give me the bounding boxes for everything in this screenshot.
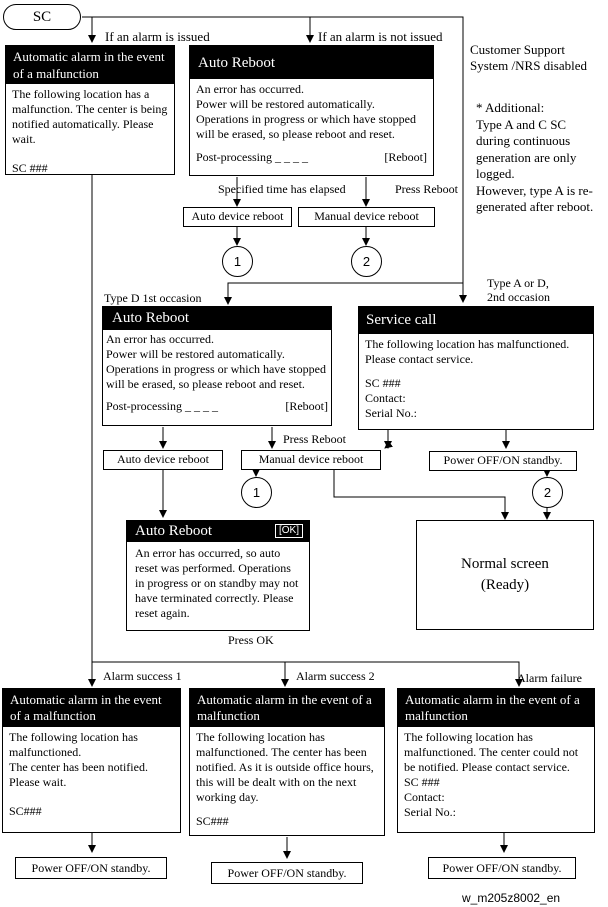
action-power-standby-1: Power OFF/ON standby. xyxy=(15,857,167,879)
dialog-alarm-failure: Automatic alarm in the event of a malfun… xyxy=(397,688,595,833)
connector-1-top: 1 xyxy=(222,246,253,277)
label-alarm-failure: Alarm failure xyxy=(517,671,582,685)
label-nrs-disabled: Customer Support System /NRS disabled xyxy=(470,42,588,73)
normal-screen-line2: (Ready) xyxy=(480,577,530,593)
dialog-reboot-top-reboot-button[interactable]: [Reboot] xyxy=(384,150,427,164)
sc-start-label: SC xyxy=(32,8,52,25)
label-alarm-not-issued: If an alarm is not issued xyxy=(318,29,443,44)
note-additional: * Additional: Type A and C SC during con… xyxy=(476,100,594,214)
dialog-alarm-success-1: Automatic alarm in the event of a malfun… xyxy=(2,688,181,833)
dialog-alarm-success-2-code: SC### xyxy=(196,814,229,828)
dialog-alarm-top-title: Automatic alarm in the event of a malfun… xyxy=(6,46,174,84)
dialog-alarm-success-1-title: Automatic alarm in the event of a malfun… xyxy=(3,689,180,727)
label-type-a-or-d: Type A or D, 2nd occasion xyxy=(487,276,550,304)
wire-to-type-d xyxy=(224,282,463,305)
wire-manual-to-normal xyxy=(333,469,509,520)
dialog-reboot-ok: Auto Reboot [OK] An error has occurred, … xyxy=(126,520,310,631)
sc-start: SC xyxy=(3,4,81,30)
dialog-alarm-top-message: The following location has a malfunction… xyxy=(12,87,168,146)
dialog-alarm-top: Automatic alarm in the event of a malfun… xyxy=(5,45,175,175)
dialog-reboot-ok-message: An error has occurred, so auto reset was… xyxy=(135,546,299,620)
label-specified-time: Specified time has elapsed xyxy=(218,182,346,196)
connector-2-top: 2 xyxy=(351,246,382,277)
dialog-reboot-mid-post-processing: Post-processing _ _ _ _ xyxy=(106,399,218,413)
figure-id: w_m205z8002_en xyxy=(462,891,561,905)
dialog-alarm-failure-message: The following location has malfunctioned… xyxy=(404,730,579,774)
dialog-service-call-code: SC ### xyxy=(365,376,401,390)
dialog-service-call-message: The following location has malfunctioned… xyxy=(365,337,570,366)
dialog-reboot-ok-title-bar: Auto Reboot [OK] xyxy=(127,521,309,542)
label-type-d-first: Type D 1st occasion xyxy=(104,291,202,305)
normal-screen-line1: Normal screen xyxy=(461,556,549,572)
dialog-service-call-serial: Serial No.: xyxy=(365,406,417,420)
action-manual-reboot-mid: Manual device reboot xyxy=(241,450,381,470)
connector-1-mid: 1 xyxy=(241,477,272,508)
action-manual-reboot-top: Manual device reboot xyxy=(298,207,435,227)
dialog-alarm-success-2-message: The following location has malfunctioned… xyxy=(196,730,374,804)
action-auto-reboot-mid: Auto device reboot xyxy=(103,450,223,470)
wire-pressok-to-normal xyxy=(310,470,395,610)
normal-screen: Normal screen (Ready) xyxy=(416,520,594,630)
action-power-standby-3: Power OFF/ON standby. xyxy=(428,857,576,879)
dialog-reboot-top-title: Auto Reboot xyxy=(190,46,433,79)
label-alarm-success-1: Alarm success 1 xyxy=(103,669,182,683)
dialog-alarm-failure-contact: Contact: xyxy=(404,790,445,804)
dialog-alarm-failure-code: SC ### xyxy=(404,775,440,789)
dialog-reboot-ok-title: Auto Reboot xyxy=(135,523,213,539)
dialog-service-call-contact: Contact: xyxy=(365,391,406,405)
wire-alarm-split xyxy=(92,661,523,687)
dialog-alarm-success-2-title: Automatic alarm in the event of a malfun… xyxy=(190,689,384,727)
dialog-alarm-success-1-message: The following location has malfunctioned… xyxy=(9,730,148,789)
dialog-alarm-failure-serial: Serial No.: xyxy=(404,805,456,819)
action-auto-reboot-top: Auto device reboot xyxy=(183,207,292,227)
wire-sc-to-right xyxy=(82,16,467,303)
dialog-service-call-title: Service call xyxy=(359,307,593,334)
dialog-reboot-mid: Auto Reboot An error has occurred. Power… xyxy=(102,306,332,426)
dialog-alarm-top-code: SC ### xyxy=(12,161,48,175)
dialog-reboot-mid-message: An error has occurred. Power will be res… xyxy=(106,332,326,391)
dialog-reboot-ok-button[interactable]: [OK] xyxy=(274,524,303,538)
label-alarm-success-2: Alarm success 2 xyxy=(296,669,375,683)
label-press-ok: Press OK xyxy=(228,633,274,647)
action-power-standby-2: Power OFF/ON standby. xyxy=(211,862,363,884)
dialog-reboot-top-message: An error has occurred. Power will be res… xyxy=(196,82,416,141)
dialog-reboot-mid-reboot-button[interactable]: [Reboot] xyxy=(285,399,328,413)
dialog-reboot-mid-title: Auto Reboot xyxy=(103,307,331,330)
dialog-service-call: Service call The following location has … xyxy=(358,306,594,430)
dialog-alarm-success-2: Automatic alarm in the event of a malfun… xyxy=(189,688,385,836)
label-press-reboot-top: Press Reboot xyxy=(395,182,458,196)
action-power-standby-mid: Power OFF/ON standby. xyxy=(429,451,577,471)
dialog-alarm-failure-title: Automatic alarm in the event of a malfun… xyxy=(398,689,594,727)
dialog-alarm-success-1-code: SC### xyxy=(9,804,42,818)
dialog-reboot-top-post-processing: Post-processing _ _ _ _ xyxy=(196,150,308,164)
wire-okdialog-to-normal xyxy=(384,440,393,449)
label-alarm-issued: If an alarm is issued xyxy=(105,29,210,44)
wire-sc-to-alarm xyxy=(82,16,96,43)
label-press-reboot-mid: Press Reboot xyxy=(283,432,346,446)
connector-2-mid: 2 xyxy=(532,477,563,508)
dialog-reboot-top: Auto Reboot An error has occurred. Power… xyxy=(189,45,434,176)
